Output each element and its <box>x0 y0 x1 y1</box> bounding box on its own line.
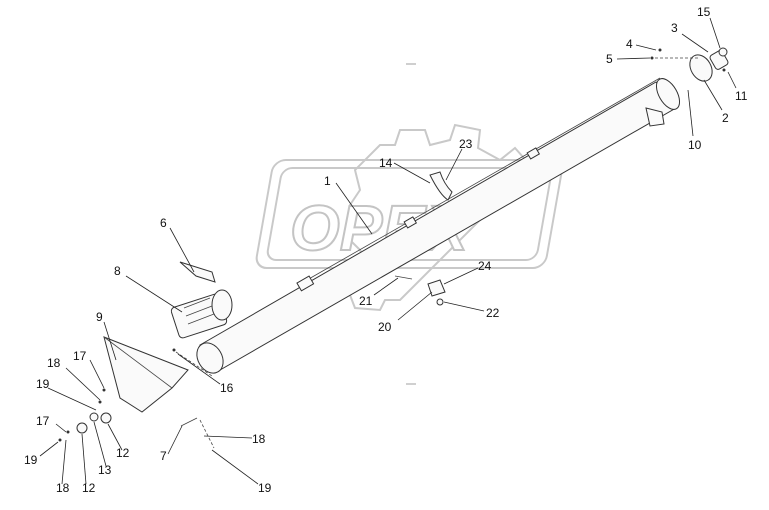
clamp-lower <box>427 279 446 297</box>
hopper <box>103 336 189 413</box>
wire-clip-1 <box>296 275 315 292</box>
callout-15: 15 <box>697 5 711 19</box>
bolt-21 <box>394 275 413 280</box>
main-tube <box>196 77 681 374</box>
callout-7: 7 <box>160 449 167 463</box>
hopper-assembly <box>58 336 215 449</box>
motor-fin-2 <box>185 305 213 317</box>
bolt-4-dot <box>658 48 662 52</box>
tube-upper-outlet <box>645 107 665 127</box>
tube-wire <box>299 77 661 285</box>
callout-2: 2 <box>722 111 729 125</box>
callout-1: 1 <box>324 174 331 188</box>
dash-line-18 <box>199 419 215 449</box>
callout-24: 24 <box>478 259 492 273</box>
callout-19-upper: 19 <box>36 377 50 391</box>
axle-7 <box>180 417 198 427</box>
washer-12a <box>100 412 112 424</box>
callout-19-lower: 19 <box>24 453 38 467</box>
callout-16: 16 <box>220 381 234 395</box>
callout-18-lower: 18 <box>56 481 70 495</box>
callout-11: 11 <box>735 89 748 103</box>
bearing-nut <box>718 47 728 57</box>
callout-19-right: 19 <box>258 481 272 495</box>
callout-13: 13 <box>98 463 112 477</box>
pin-17a-dot <box>102 388 106 392</box>
callout-12-right: 12 <box>116 446 130 460</box>
callout-14: 14 <box>379 156 393 170</box>
callout-10: 10 <box>688 138 702 152</box>
callout-22: 22 <box>486 306 500 320</box>
watermark-plate-outer <box>255 159 563 269</box>
callout-6: 6 <box>160 216 167 230</box>
callout-20: 20 <box>378 320 392 334</box>
pin-17b-dot <box>66 430 70 434</box>
callout-12-lower: 12 <box>82 481 96 495</box>
hopper-edge <box>103 336 173 389</box>
tube-lower-end <box>196 342 224 374</box>
pin-18a-dot <box>98 400 102 404</box>
wire-clip-3 <box>526 147 541 160</box>
clamp-upper <box>429 171 453 201</box>
callout-8: 8 <box>114 264 121 278</box>
washer-12b <box>76 422 88 434</box>
tube-upper-flange <box>655 78 681 110</box>
top-end-assembly <box>650 47 729 82</box>
wire-clip-2 <box>403 216 418 229</box>
callout-4: 4 <box>626 37 633 51</box>
callout-23: 23 <box>459 137 473 151</box>
leader-lines <box>39 17 737 485</box>
callout-9: 9 <box>96 310 103 324</box>
motor-assembly <box>170 261 233 339</box>
callout-18-upper: 18 <box>47 356 61 370</box>
callout-3: 3 <box>671 21 678 35</box>
bolt-5-dot <box>650 56 654 60</box>
callout-21: 21 <box>359 294 373 308</box>
pin-19b-dot <box>58 438 62 442</box>
callout-18-right: 18 <box>252 432 266 446</box>
mid-clamps <box>394 171 453 306</box>
callout-labels: 15 3 4 5 11 2 10 23 14 1 6 8 24 21 22 20… <box>24 5 748 495</box>
motor-face <box>211 289 233 321</box>
motor-cover <box>179 261 216 283</box>
clamp-nut <box>436 298 444 306</box>
bolt-11-dot <box>722 68 726 72</box>
nut-13 <box>89 412 99 422</box>
motor-fin-3 <box>187 313 215 325</box>
callout-5: 5 <box>606 52 613 66</box>
callout-17-upper: 17 <box>73 349 87 363</box>
dash-line-16 <box>175 351 213 377</box>
callout-17-lower: 17 <box>36 414 50 428</box>
end-plate <box>689 54 713 82</box>
pin-16-dot <box>172 348 176 352</box>
motor-fin-1 <box>183 297 211 309</box>
